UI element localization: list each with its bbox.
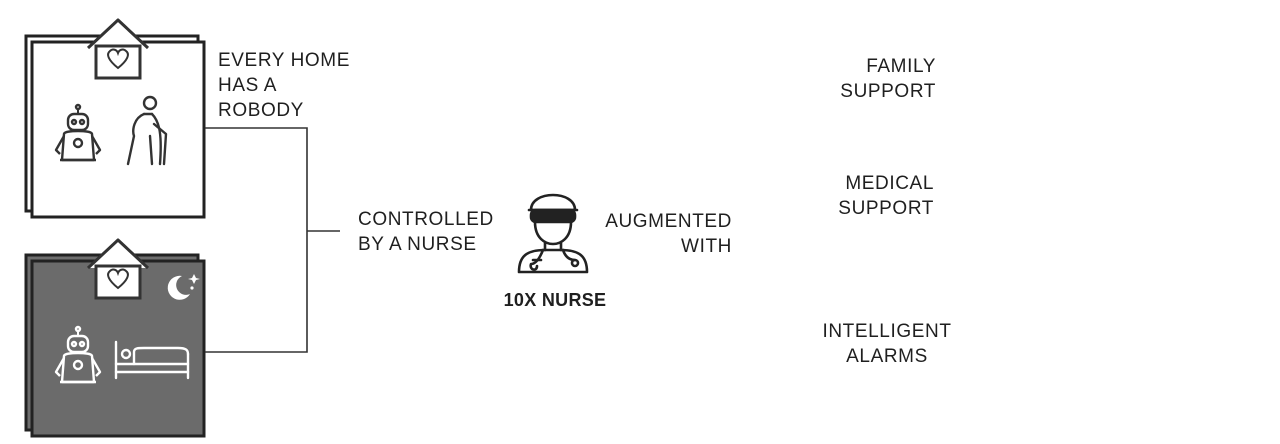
family-support-label: FAMILY SUPPORT: [840, 56, 936, 102]
house-heart-icon: [86, 18, 150, 80]
every-home-label: EVERY HOME HAS A ROBODY: [218, 50, 351, 121]
medical-support-label: MEDICAL SUPPORT: [838, 173, 934, 219]
left-connector: [205, 127, 340, 353]
intelligent-alarms-label: INTELLIGENT ALARMS: [822, 321, 952, 367]
house-heart-icon: [86, 238, 150, 300]
augmented-label: AUGMENTED WITH: [605, 211, 732, 257]
nurse-vr-icon: [517, 193, 589, 274]
controlled-label: CONTROLLED BY A NURSE: [358, 209, 494, 255]
day-home-panel: [24, 18, 206, 219]
elderly-person-icon: [126, 95, 168, 166]
night-home-panel: [24, 238, 206, 438]
nurse-title: 10X NURSE: [503, 290, 607, 310]
